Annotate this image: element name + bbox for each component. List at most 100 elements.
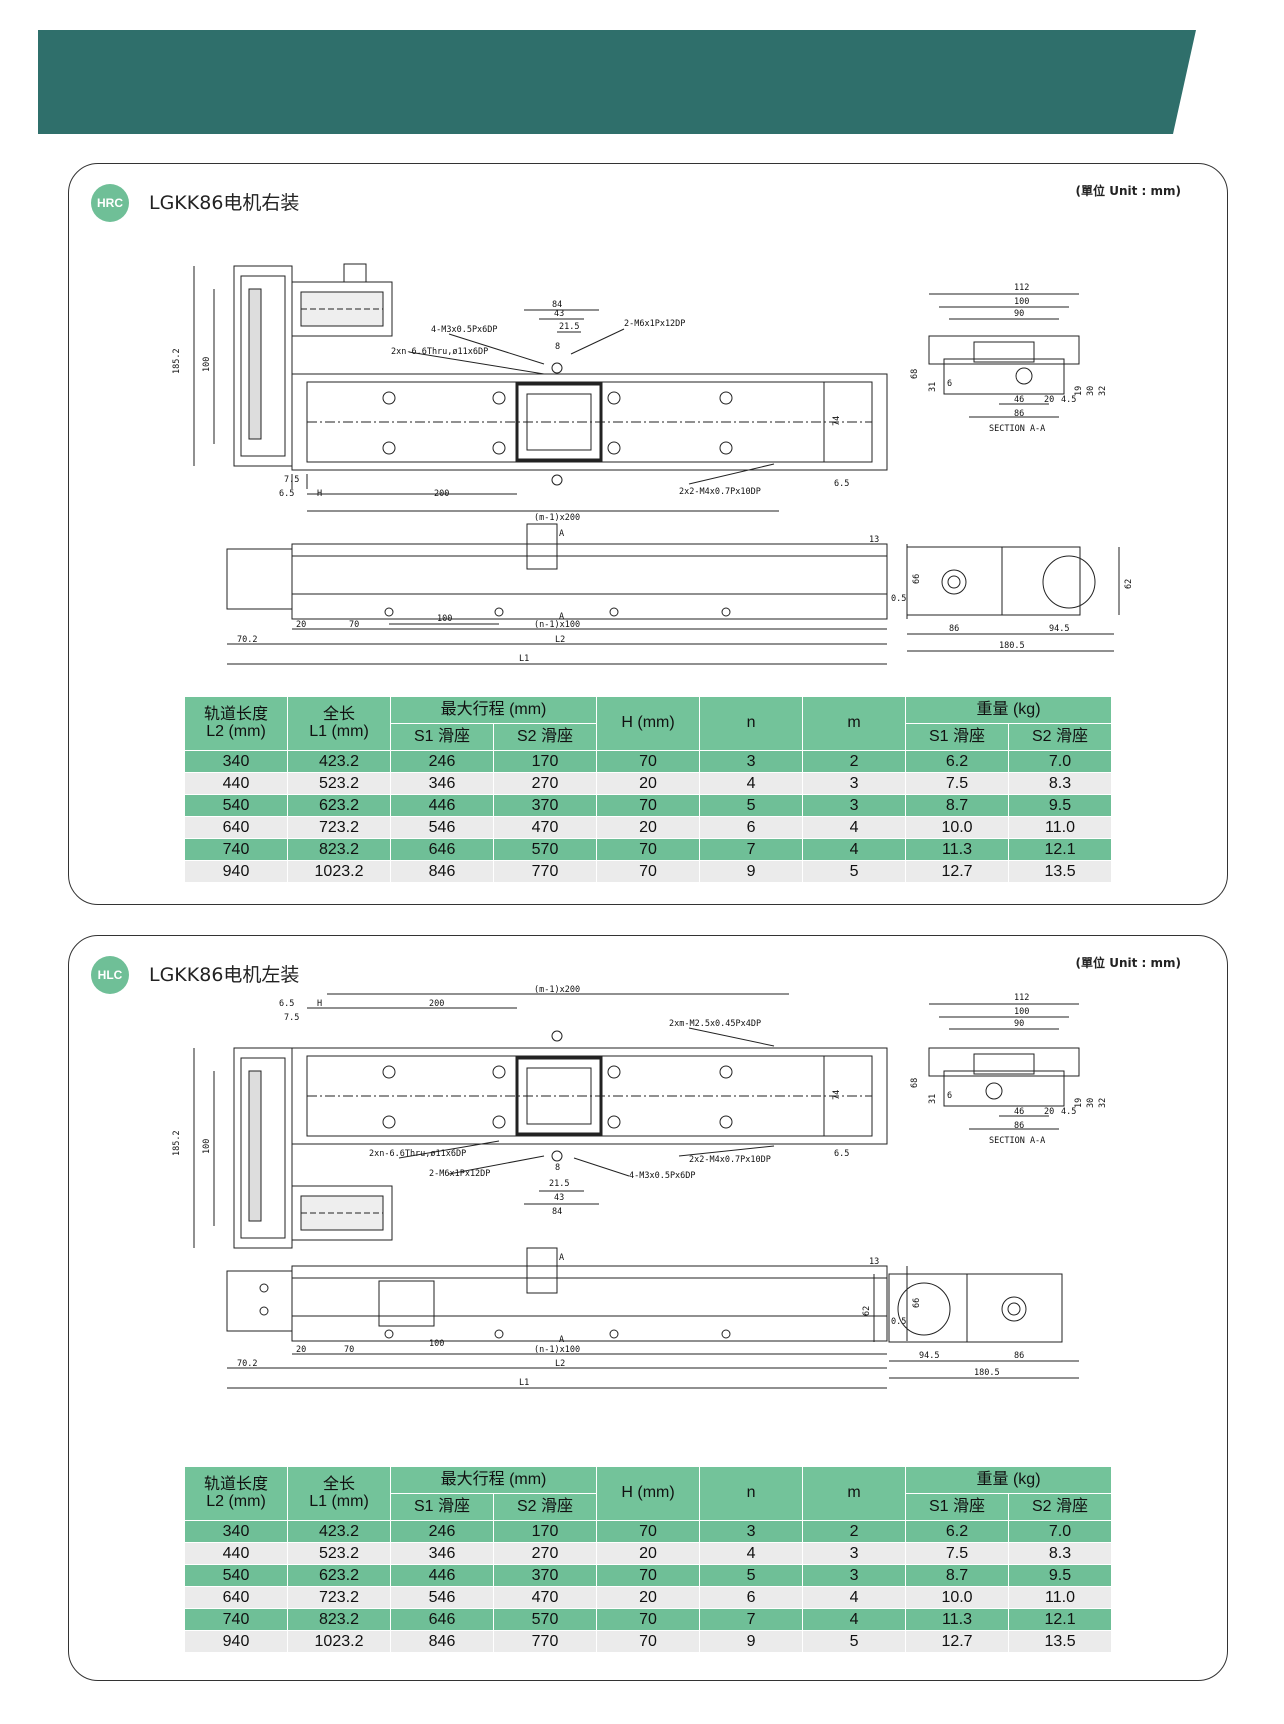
note-m6: 2-M6x1Px12DP xyxy=(624,319,685,329)
dim-43: 43 xyxy=(554,1193,564,1203)
sec-30: 30 xyxy=(1086,1098,1096,1108)
dim-100-side: 100 xyxy=(429,1339,444,1349)
end-view: 62 86 94.5 180.5 xyxy=(906,546,1134,652)
hrc-badge: HRC xyxy=(91,184,129,222)
dim-h: H xyxy=(317,489,322,499)
section-label: SECTION A-A xyxy=(989,1136,1045,1146)
dim-8: 8 xyxy=(555,1163,560,1173)
dim-l2: L2 xyxy=(555,1359,565,1369)
hdr-m: m xyxy=(802,1466,907,1521)
hdr-h: H (mm) xyxy=(596,696,701,751)
dim-100-side: 100 xyxy=(437,614,452,624)
dim-66: 66 xyxy=(912,574,922,584)
side-view: 13 A A 66 0.5 70.2 20 70 100 (n-1)x100 L… xyxy=(226,523,922,665)
hdr-s1-weight: S1 滑座 xyxy=(905,723,1010,751)
sec-30: 30 xyxy=(1086,386,1096,396)
sec-31: 31 xyxy=(928,382,938,392)
dim-200: 200 xyxy=(434,489,449,499)
dim-185-2: 185.2 xyxy=(172,348,182,374)
dim-100: 100 xyxy=(202,357,212,372)
technical-drawing-hrc: 84 43 21.5 8 4-M3x0.5Px6DP 2-M6x1Px12DP … xyxy=(172,263,1134,665)
section-view: 112 100 90 68 31 6 19 30 32 46 20 4.5 86… xyxy=(910,993,1108,1146)
dim-7-5: 7.5 xyxy=(284,475,299,485)
dim-8: 8 xyxy=(555,342,560,352)
dim-21-5: 21.5 xyxy=(549,1179,569,1189)
sec-32: 32 xyxy=(1098,386,1108,396)
sec-100: 100 xyxy=(1014,1007,1029,1017)
top-view: 84 43 21.5 8 4-M3x0.5Px6DP 2-M6x1Px12DP … xyxy=(172,263,888,523)
note-m3: 4-M3x0.5Px6DP xyxy=(629,1171,696,1181)
dim-0-5: 0.5 xyxy=(891,1317,906,1327)
unit-label: (單位 Unit : mm) xyxy=(1075,956,1181,970)
note-thru: 2xn-6.6Thru,ø11x6DP xyxy=(391,347,488,357)
dim-6-5: 6.5 xyxy=(279,999,294,1009)
header-banner xyxy=(38,30,1196,134)
end-86: 86 xyxy=(949,624,959,634)
note-m6: 2-M6x1Px12DP xyxy=(429,1169,490,1179)
note-m25: 2xm-M2.5x0.45Px4DP xyxy=(669,1019,761,1029)
hlc-badge: HLC xyxy=(91,956,129,994)
section-a-bottom: A xyxy=(559,612,564,622)
hdr-s1: S1 滑座 xyxy=(390,723,494,751)
sec-20: 20 xyxy=(1044,1107,1054,1117)
dim-70-2: 70.2 xyxy=(237,635,257,645)
dim-6-5: 6.5 xyxy=(279,489,294,499)
sec-100: 100 xyxy=(1014,297,1029,307)
panel-hlc: HLC LGKK86电机左装 (單位 Unit : mm) xyxy=(68,935,1228,1681)
dim-6-5-right: 6.5 xyxy=(834,1149,849,1159)
sec-32: 32 xyxy=(1098,1098,1108,1108)
sec-46: 46 xyxy=(1014,1107,1024,1117)
section-label: SECTION A-A xyxy=(989,424,1045,434)
panel-title: LGKK86电机左装 xyxy=(149,964,300,986)
end-62: 62 xyxy=(1124,579,1134,589)
sec-6: 6 xyxy=(947,1091,952,1101)
section-view: 112 100 90 68 31 6 19 30 32 46 20 4.5 86… xyxy=(910,283,1108,434)
dim-h: H xyxy=(317,999,322,1009)
dim-185-2: 185.2 xyxy=(172,1130,182,1156)
dim-70: 70 xyxy=(349,620,359,630)
sec-112: 112 xyxy=(1014,283,1029,293)
hdr-n: n xyxy=(699,1466,804,1521)
note-thru: 2xn-6.6Thru,ø11x6DP xyxy=(369,1149,466,1159)
top-view: 6.5 7.5 H 200 (m-1)x200 2xm-M2.5x0.45Px4… xyxy=(172,985,888,1249)
hdr-m: m xyxy=(802,696,907,751)
sec-86: 86 xyxy=(1014,409,1024,419)
dim-13: 13 xyxy=(869,535,879,545)
hdr-s2-weight: S2 滑座 xyxy=(1008,1493,1113,1521)
dim-21-5: 21.5 xyxy=(559,322,579,332)
hdr-s2: S2 滑座 xyxy=(492,723,598,751)
sec-86: 86 xyxy=(1014,1121,1024,1131)
technical-drawing-hlc: 6.5 7.5 H 200 (m-1)x200 2xm-M2.5x0.45Px4… xyxy=(172,985,1108,1389)
sec-112: 112 xyxy=(1014,993,1029,1003)
sec-4-5: 4.5 xyxy=(1061,395,1076,405)
sec-90: 90 xyxy=(1014,1019,1024,1029)
dim-43: 43 xyxy=(554,309,564,319)
dim-l1: L1 xyxy=(519,654,529,664)
sec-4-5: 4.5 xyxy=(1061,1107,1076,1117)
note-m3: 4-M3x0.5Px6DP xyxy=(431,325,498,335)
hdr-max-stroke: 最大行程 (mm) xyxy=(389,1466,598,1494)
sec-31: 31 xyxy=(928,1094,938,1104)
hdr-n: n xyxy=(699,696,804,751)
dim-200: 200 xyxy=(429,999,444,1009)
dim-n1x100: (n-1)x100 xyxy=(534,620,580,630)
dim-70: 70 xyxy=(344,1345,354,1355)
sec-90: 90 xyxy=(1014,309,1024,319)
dim-84: 84 xyxy=(552,300,562,310)
end-180-5: 180.5 xyxy=(999,641,1025,651)
dim-6-5-right: 6.5 xyxy=(834,479,849,489)
dim-66: 66 xyxy=(912,1298,922,1308)
dim-13: 13 xyxy=(869,1257,879,1267)
